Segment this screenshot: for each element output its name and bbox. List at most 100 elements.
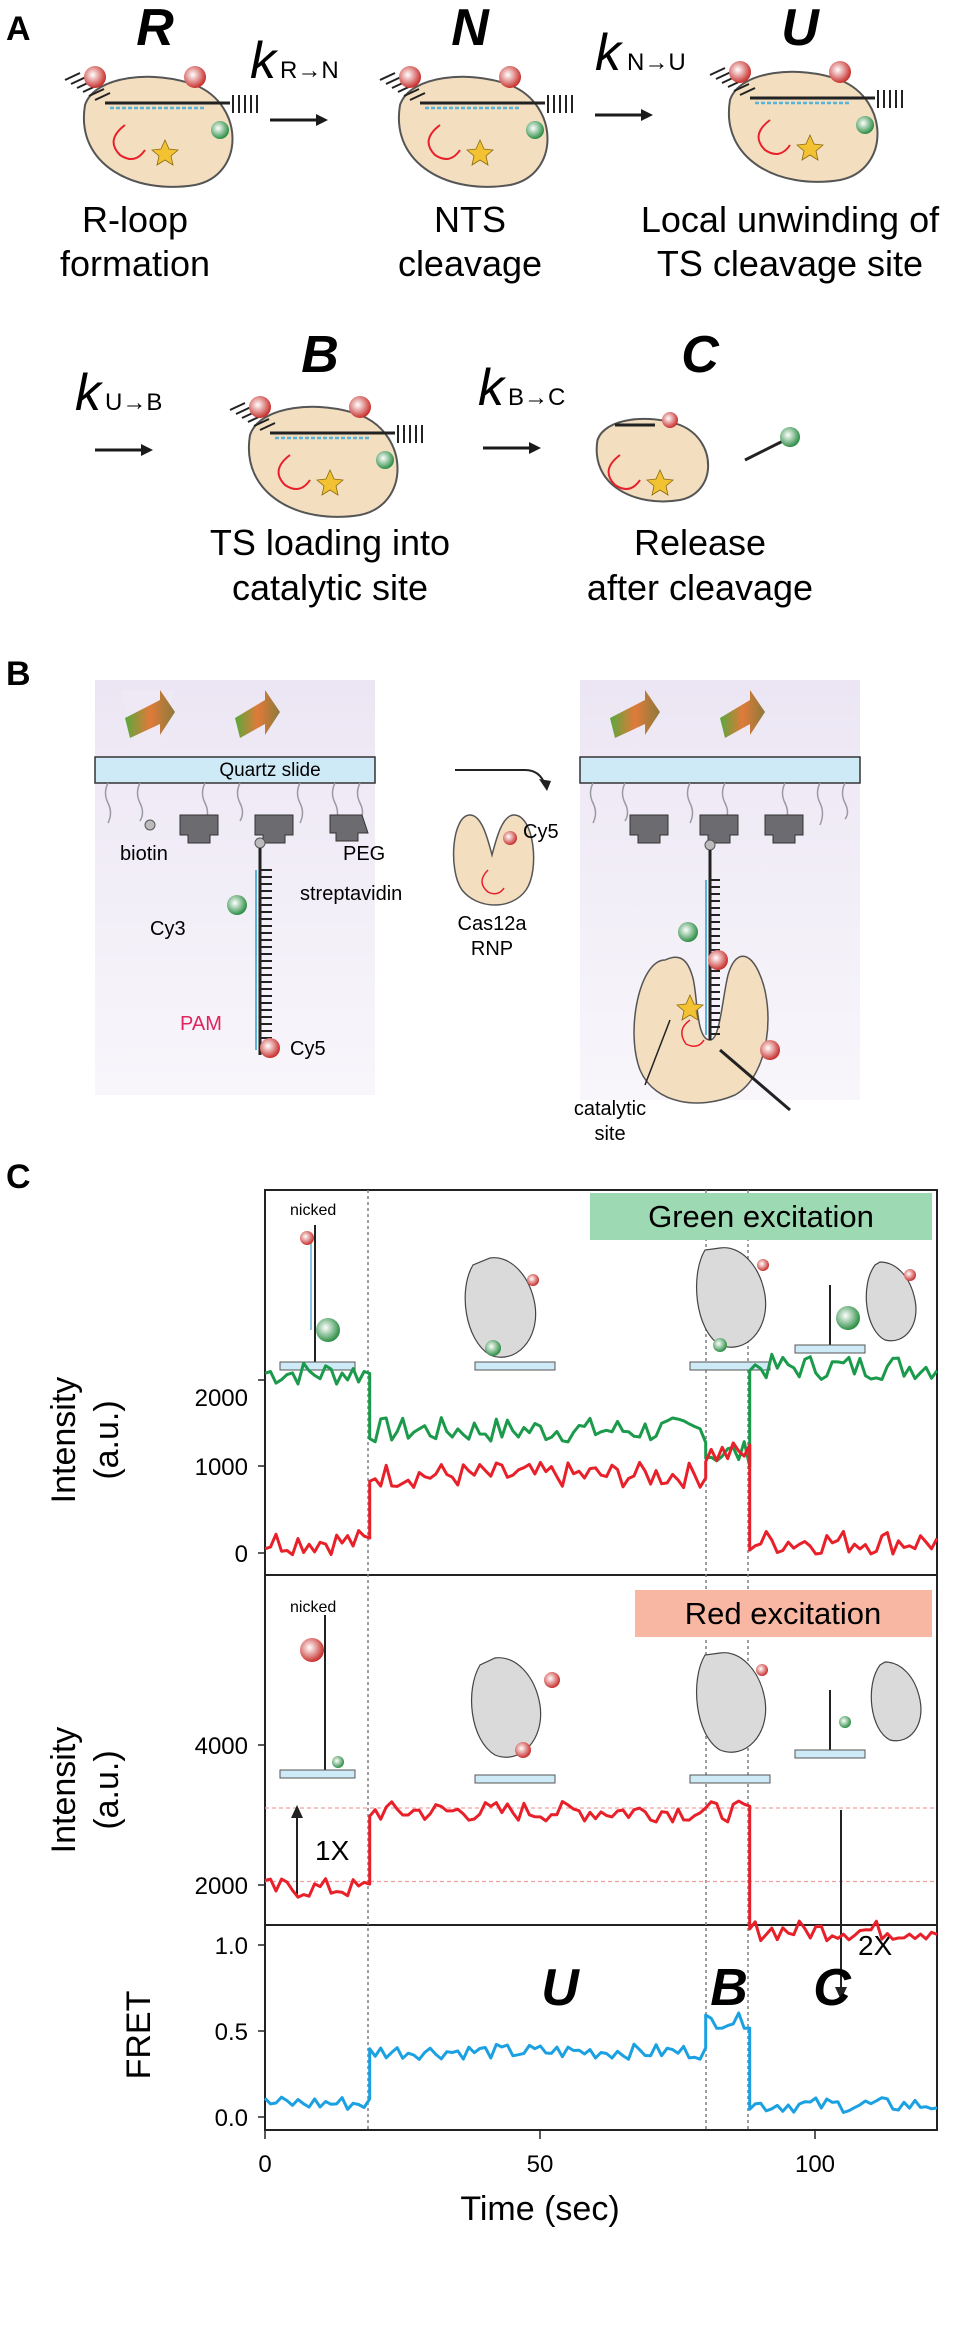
catalytic-site-star-icon — [151, 139, 179, 166]
nicked-label-top: nicked — [290, 1202, 336, 1219]
caption-r-line2: formation — [60, 243, 210, 284]
label-rnp-line1: Cas12a — [458, 913, 528, 935]
cas12a-body — [247, 405, 399, 518]
frame-top — [264, 1189, 938, 1926]
cy3-dye-icon — [526, 121, 544, 139]
rate-u-b: k U→B — [75, 364, 162, 456]
x-axis-label: Time (sec) — [460, 2190, 619, 2228]
cartoon-c — [595, 412, 800, 503]
cy5-dye-icon — [249, 396, 271, 418]
streptavidin-icons — [629, 814, 804, 844]
trace-line-2-0 — [263, 2011, 938, 2114]
cy5-dye-icon — [399, 66, 421, 88]
green-excitation-title: Green excitation — [648, 1199, 874, 1234]
addition-arrow — [455, 769, 546, 786]
state-cartoons — [64, 61, 903, 518]
cy5-dye-icon — [349, 396, 371, 418]
cy3-dye-icon — [780, 427, 800, 447]
label-catalytic-line1: catalytic — [574, 1098, 646, 1120]
red-excitation-title: Red excitation — [685, 1596, 881, 1631]
y-label-mid-line1: Intensity — [45, 1727, 83, 1854]
label-catalytic-line2: site — [594, 1123, 625, 1145]
state-label-c: C — [681, 326, 720, 384]
panel-label-c: C — [6, 1158, 31, 1196]
ytick-1-bottom: 1.0 — [215, 1933, 248, 1960]
y-label-bottom: FRET — [120, 1991, 158, 2080]
rate-subscript: R→N — [280, 57, 339, 84]
y-label-top-line2: (a.u.) — [88, 1400, 126, 1479]
rate-symbol: k — [595, 24, 624, 82]
trace-line-1-0 — [264, 1799, 938, 1943]
cy3-dye-icon — [211, 121, 229, 139]
ytick-0-top: 0 — [235, 1541, 248, 1568]
catalytic-site-star-icon — [676, 994, 704, 1021]
caption-c-line1: Release — [634, 522, 766, 563]
annot-1x: 1X — [315, 1835, 350, 1866]
cy3-dye-icon — [227, 895, 247, 915]
smfret-schematic-before: Quartz slide biotin Cy3 streptavidin PEG… — [94, 680, 402, 1095]
red-excitation-box — [635, 1590, 932, 1637]
cy3-dye-icon — [678, 922, 698, 942]
caption-b-line2: catalytic site — [232, 567, 428, 608]
cy5-dye-icon — [662, 412, 678, 428]
rate-symbol: k — [250, 32, 279, 90]
quartz-slide-label: Quartz slide — [219, 760, 320, 781]
traces — [263, 1352, 939, 2114]
cy3-dye-icon — [856, 116, 874, 134]
state-label-n: N — [451, 0, 490, 57]
caption-n-line1: NTS — [434, 199, 506, 240]
intensity-annotations: 1X 2X — [291, 1805, 893, 2000]
excitation-beam-icon — [125, 690, 175, 738]
cartoon-r — [64, 66, 258, 188]
cy5-dye-icon — [84, 66, 106, 88]
cas12a-body — [82, 75, 234, 188]
label-cy5-dna: Cy5 — [290, 1038, 326, 1060]
catalytic-site-star-icon — [316, 469, 344, 496]
fret-state-c: C — [813, 1959, 852, 2017]
green-excitation-box — [590, 1193, 932, 1240]
cy5-dye-icon — [829, 61, 851, 83]
label-pam: PAM — [180, 1013, 222, 1035]
nicked-label-mid: nicked — [290, 1599, 336, 1616]
quartz-slide — [579, 756, 861, 784]
state-label-b: B — [301, 326, 339, 384]
trace-line-0-0 — [264, 1352, 939, 1468]
cartoon-b — [229, 396, 423, 518]
caption-u-line1: Local unwinding of — [641, 199, 940, 240]
ytick-1000-top: 1000 — [195, 1454, 248, 1481]
label-streptavidin: streptavidin — [300, 883, 402, 905]
caption-u-line2: TS cleavage site — [657, 243, 923, 284]
y-label-mid-line2: (a.u.) — [88, 1750, 126, 1829]
ytick-0.5-bottom: 0.5 — [215, 2019, 248, 2046]
caption-c-line2: after cleavage — [587, 567, 813, 608]
y-ticks: 2000 1000 0 4000 2000 1.0 0.5 0.0 — [195, 1379, 265, 2132]
xtick-50: 50 — [527, 2151, 554, 2178]
cartoon-n — [379, 66, 573, 188]
emission-beam-icon — [235, 690, 280, 738]
caption-b-line1: TS loading into — [210, 522, 450, 563]
background — [95, 680, 375, 1095]
peg-brush — [589, 782, 849, 826]
cas12a-body — [727, 70, 879, 183]
caption-n-line2: cleavage — [398, 243, 542, 284]
ytick-0-bottom: 0.0 — [215, 2105, 248, 2132]
trace-line-0-1 — [264, 1441, 939, 1557]
streptavidin-icons — [179, 814, 369, 844]
caption-r-line1: R-loop — [82, 199, 188, 240]
ytick-2000-top: 2000 — [195, 1385, 248, 1412]
frame-middle — [264, 1574, 938, 2131]
cas12a-body — [595, 417, 710, 503]
cy5-dye-icon — [499, 66, 521, 88]
fret-state-u: U — [541, 1959, 580, 2017]
catalytic-site-star-icon — [796, 134, 824, 161]
ytick-4000-mid: 4000 — [195, 1733, 248, 1760]
label-cy3: Cy3 — [150, 918, 186, 940]
dna-ladder — [260, 869, 272, 1039]
rate-r-n: k R→N — [250, 32, 339, 126]
inset-cartoons: nicked nicked — [279, 1202, 922, 1784]
cy5-dye-icon — [708, 950, 728, 970]
panel-label-b: B — [6, 655, 31, 693]
rate-b-c: k B→C — [478, 359, 565, 454]
state-label-u: U — [781, 0, 820, 57]
